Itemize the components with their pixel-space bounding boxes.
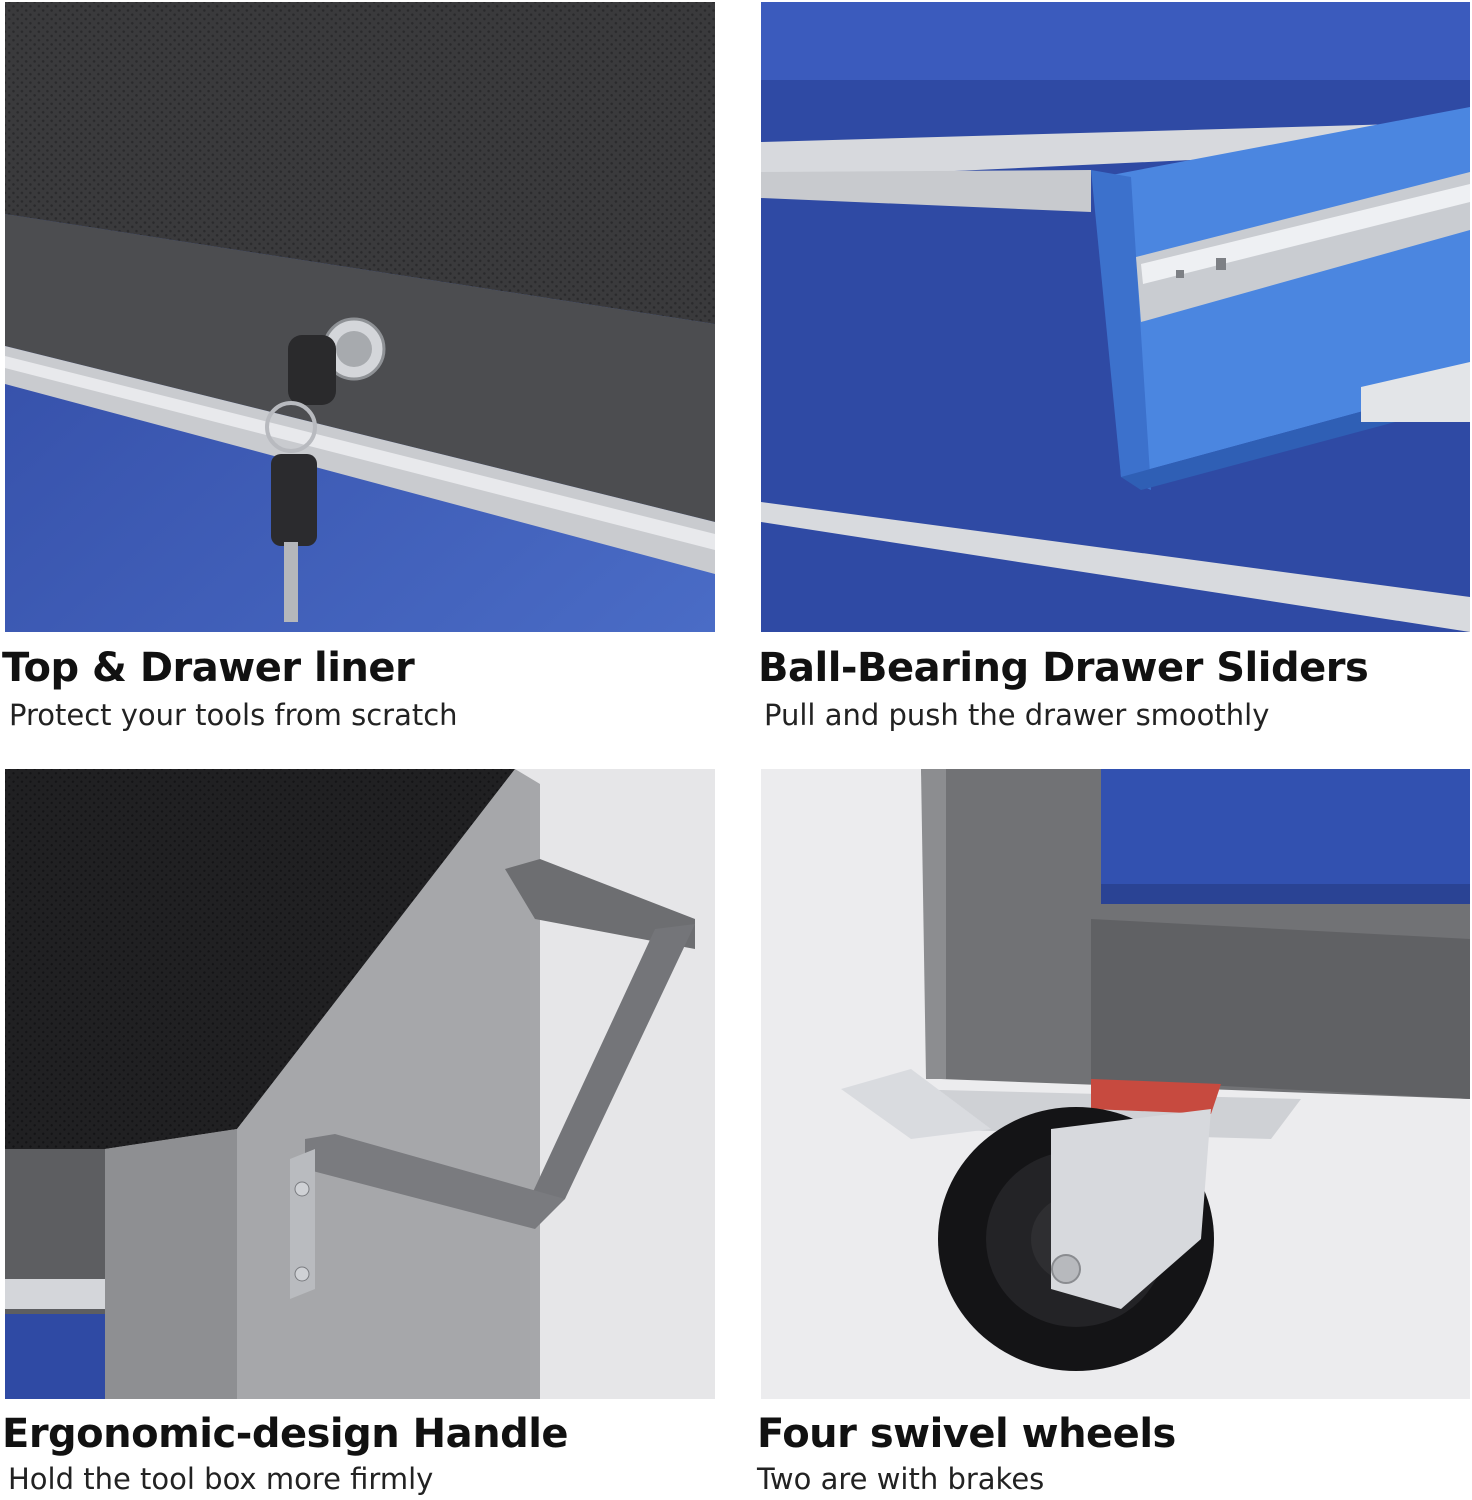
photo-lock-liner	[5, 2, 715, 632]
feature-subtitle-liner: Protect your tools from scratch	[9, 698, 458, 732]
feature-title-handle: Ergonomic-design Handle	[2, 1411, 569, 1457]
photo-side-handle	[5, 769, 715, 1399]
feature-subtitle-wheels: Two are with brakes	[757, 1462, 1045, 1496]
feature-title-wheels: Four swivel wheels	[757, 1411, 1176, 1457]
photo-swivel-wheel	[761, 769, 1470, 1399]
feature-title-sliders: Ball-Bearing Drawer Sliders	[758, 645, 1369, 691]
feature-subtitle-sliders: Pull and push the drawer smoothly	[764, 698, 1270, 732]
feature-title-liner: Top & Drawer liner	[2, 645, 415, 691]
photo-drawer-slider	[761, 2, 1470, 632]
feature-subtitle-handle: Hold the tool box more firmly	[8, 1462, 434, 1496]
